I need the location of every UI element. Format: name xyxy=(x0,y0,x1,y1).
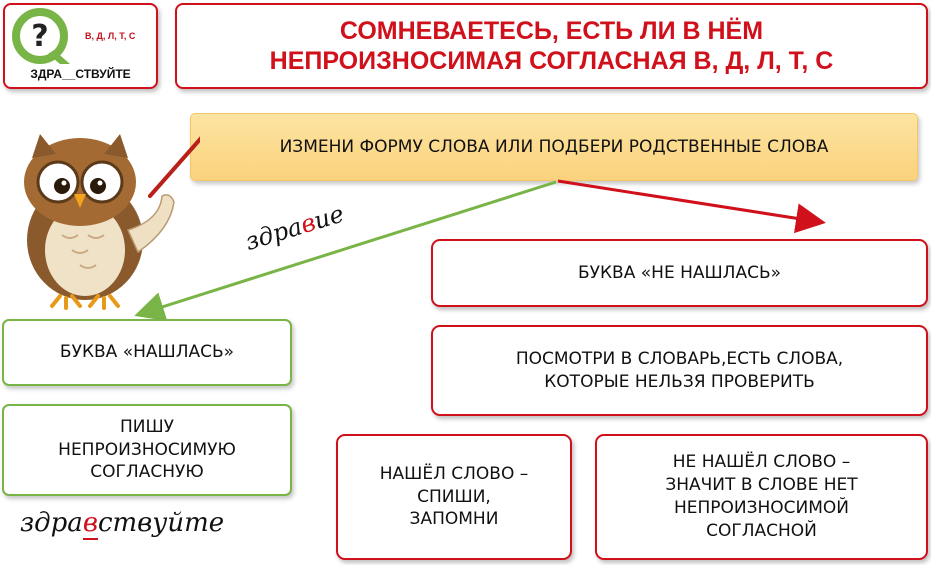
found-box: БУКВА «НАШЛАСЬ» xyxy=(2,319,292,386)
page-title: СОМНЕВАЕТЕСЬ, ЕСТЬ ЛИ В НЁМ НЕПРОИЗНОСИМ… xyxy=(269,16,834,76)
rule-text: ИЗМЕНИ ФОРМУ СЛОВА ИЛИ ПОДБЕРИ РОДСТВЕНН… xyxy=(279,137,829,157)
found-action: ПИШУ НЕПРОИЗНОСИМУЮ СОГЛАСНУЮ xyxy=(58,416,236,483)
not-found-word-box: НЕ НАШЁЛ СЛОВО – ЗНАЧИТ В СЛОВЕ НЕТ НЕПР… xyxy=(595,434,928,560)
logo-word: ЗДРА__СТВУЙТЕ xyxy=(30,67,131,81)
rule-box: ИЗМЕНИ ФОРМУ СЛОВА ИЛИ ПОДБЕРИ РОДСТВЕНН… xyxy=(190,113,918,181)
logo-box: ? В, Д, Л, Т, С ЗДРА__СТВУЙТЕ xyxy=(3,3,158,89)
target-word: здравствуйте xyxy=(20,508,225,540)
logo-letters: В, Д, Л, Т, С xyxy=(85,31,136,41)
found-word-box: НАШЁЛ СЛОВО – СПИШИ, ЗАПОМНИ xyxy=(336,434,572,560)
not-found-label: БУКВА «НЕ НАШЛАСЬ» xyxy=(577,262,782,283)
dictionary-box: ПОСМОТРИ В СЛОВАРЬ,ЕСТЬ СЛОВА, КОТОРЫЕ Н… xyxy=(431,325,928,416)
dictionary-text: ПОСМОТРИ В СЛОВАРЬ,ЕСТЬ СЛОВА, КОТОРЫЕ Н… xyxy=(515,348,844,392)
found-word-text: НАШЁЛ СЛОВО – СПИШИ, ЗАПОМНИ xyxy=(379,463,529,530)
not-found-word-text: НЕ НАШЁЛ СЛОВО – ЗНАЧИТ В СЛОВЕ НЕТ НЕПР… xyxy=(665,452,858,541)
found-label: БУКВА «НАШЛАСЬ» xyxy=(59,342,235,363)
target-word-letter: в xyxy=(82,508,98,540)
check-word: здравие xyxy=(241,199,348,256)
arrow-to-not-found xyxy=(557,179,826,234)
owl-teacher-icon xyxy=(24,134,200,310)
question-logo-icon: ? xyxy=(12,8,70,64)
svg-text:?: ? xyxy=(31,19,48,54)
title-box: СОМНЕВАЕТЕСЬ, ЕСТЬ ЛИ В НЁМ НЕПРОИЗНОСИМ… xyxy=(175,3,928,89)
not-found-box: БУКВА «НЕ НАШЛАСЬ» xyxy=(431,239,928,307)
found-action-box: ПИШУ НЕПРОИЗНОСИМУЮ СОГЛАСНУЮ xyxy=(2,404,292,496)
pointer-stick-icon xyxy=(148,136,200,198)
